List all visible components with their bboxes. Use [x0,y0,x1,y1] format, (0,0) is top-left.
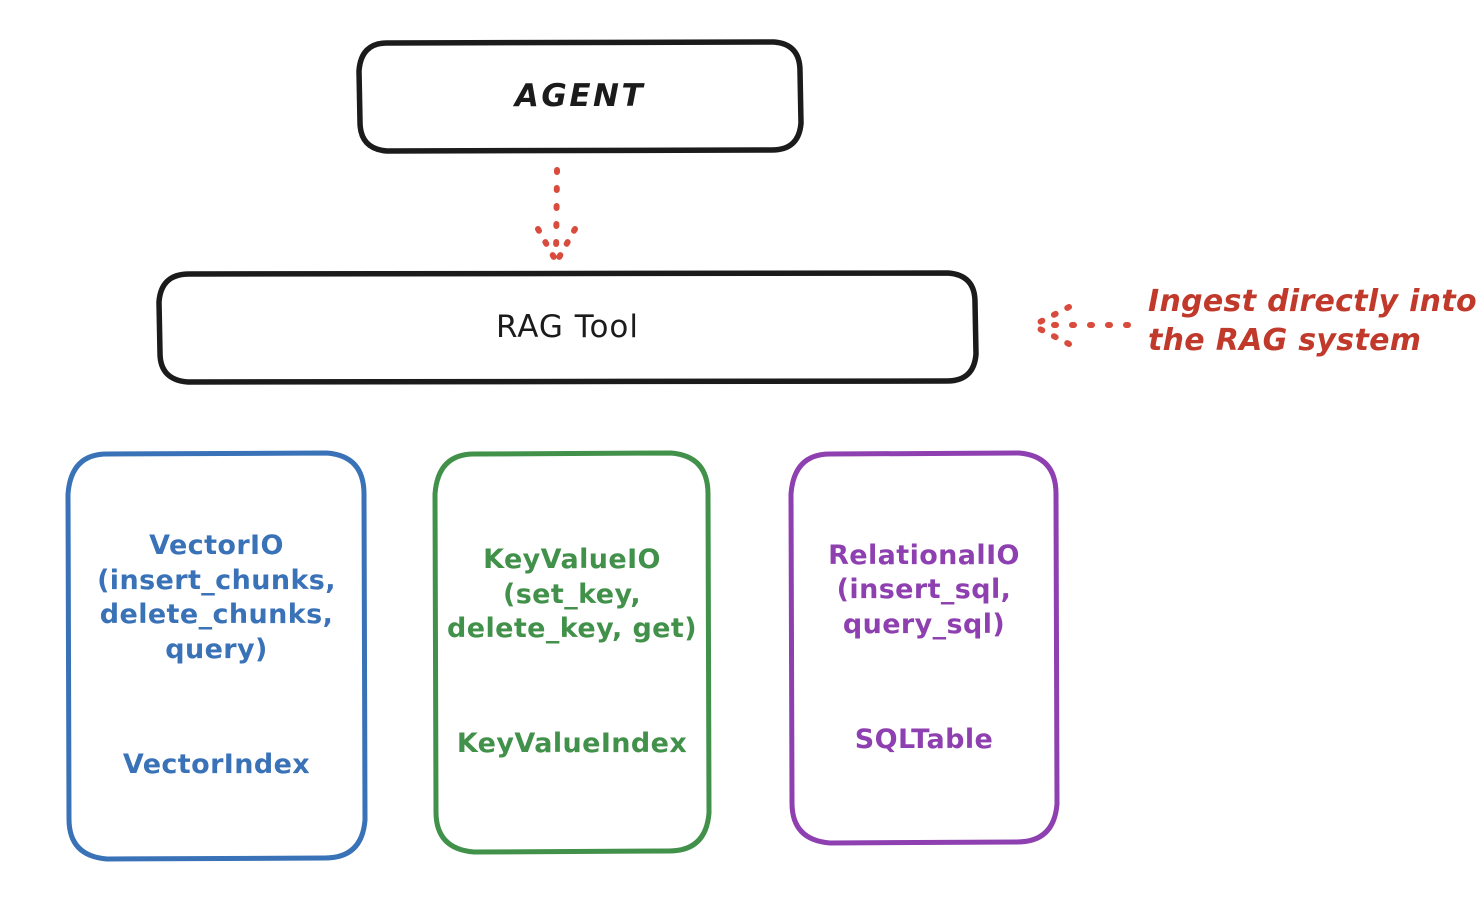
key-value-io-index-label: KeyValueIndex [456,728,688,760]
node-rag-tool[interactable]: RAG Tool [156,270,979,385]
node-agent[interactable]: AGENT [356,39,804,154]
node-vector-io[interactable]: VectorIO (insert_chunks, delete_chunks, … [65,450,368,862]
rag-tool-label: RAG Tool [495,308,640,345]
relational-io-index-label: SQLTable [854,723,994,755]
vector-io-index-label: VectorIndex [122,749,311,781]
connector-agent-to-rag-tool [535,167,578,264]
relational-io-text: RelationalIO (insert_sql, query_sql) SQL… [828,504,1020,792]
annotation-ingest: Ingest directly into the RAG system [1148,284,1477,358]
agent-label: AGENT [514,77,646,114]
node-relational-io[interactable]: RelationalIO (insert_sql, query_sql) SQL… [788,450,1060,846]
relational-io-api-label: RelationalIO (insert_sql, query_sql) [828,539,1020,640]
key-value-io-text: KeyValueIO (set_key, delete_key, get) Ke… [447,509,697,797]
vector-io-api-label: VectorIO (insert_chunks, delete_chunks, … [97,530,336,665]
vector-io-text: VectorIO (insert_chunks, delete_chunks, … [97,495,336,817]
node-key-value-io[interactable]: KeyValueIO (set_key, delete_key, get) Ke… [432,450,712,855]
key-value-io-api-label: KeyValueIO (set_key, delete_key, get) [447,544,697,645]
connector-ingest [1031,304,1131,347]
